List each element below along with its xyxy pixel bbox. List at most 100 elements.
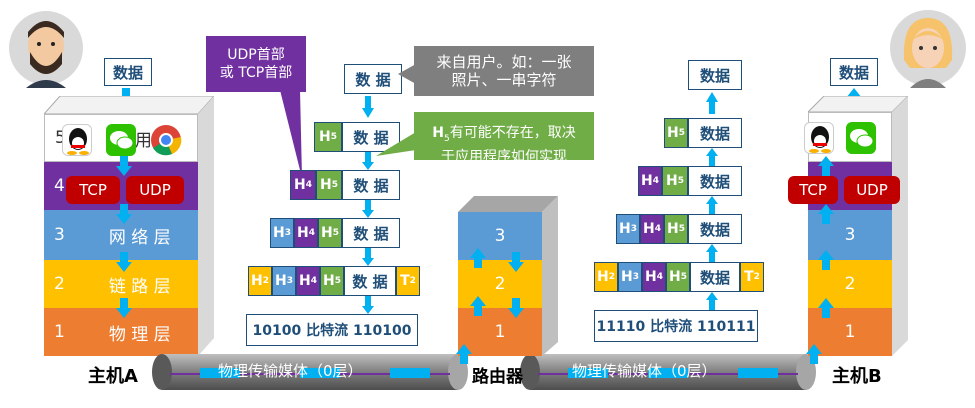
host-b-stack bbox=[808, 96, 908, 356]
down-arrow-icon bbox=[116, 252, 132, 276]
encap-left-data: 数 据 bbox=[342, 170, 400, 200]
host-b-tcp-badge: TCP bbox=[788, 176, 838, 204]
link-left-label: 物理传输媒体（0层） bbox=[218, 362, 363, 380]
host-b-udp-badge: UDP bbox=[844, 176, 900, 204]
h5-note-callout: H5有可能不存在，取决 于应用程序如何实现 bbox=[414, 112, 594, 165]
from-user-callout: 来自用户。如：一张 照片、一串字符 bbox=[414, 46, 594, 96]
up-arrow-icon bbox=[456, 344, 472, 368]
down-arrow-icon bbox=[116, 156, 132, 180]
down-arrow-icon bbox=[508, 252, 524, 276]
down-arrow-icon bbox=[362, 200, 374, 222]
encap-left-data: 数 据 bbox=[342, 122, 400, 152]
up-arrow-icon bbox=[818, 204, 834, 228]
down-arrow-icon bbox=[508, 298, 524, 322]
host-b-label: 主机B bbox=[832, 366, 882, 387]
encap-right-data: 数据 bbox=[688, 118, 742, 148]
link-left-pipe bbox=[152, 354, 468, 390]
link-right-label: 物理传输媒体（0层） bbox=[572, 362, 717, 380]
up-arrow-icon bbox=[806, 344, 822, 368]
stack-top-face bbox=[44, 96, 214, 115]
up-arrow-icon bbox=[706, 148, 718, 170]
encap-left-data: 数 据 bbox=[344, 266, 396, 296]
encap-right-data: 数据 bbox=[688, 166, 742, 196]
qq-icon bbox=[62, 124, 92, 156]
down-arrow-icon bbox=[116, 298, 132, 322]
router-label: 路由器 bbox=[472, 367, 523, 387]
person-male-icon bbox=[9, 11, 83, 88]
wechat-icon bbox=[106, 124, 136, 156]
host-b-layer-1: 1 bbox=[808, 308, 892, 356]
up-arrow-icon bbox=[706, 196, 718, 218]
router-layer-1: 1 bbox=[458, 308, 542, 356]
router-layer-2: 2 bbox=[458, 260, 542, 308]
host-a-stack bbox=[44, 96, 214, 356]
down-arrow-icon bbox=[362, 296, 374, 318]
router-stack bbox=[458, 196, 558, 356]
down-arrow-icon bbox=[362, 152, 374, 174]
host-a-data-box: 数据 bbox=[104, 58, 152, 86]
qq-icon bbox=[804, 122, 834, 154]
encap-right-data: 数据 bbox=[690, 262, 740, 292]
down-arrow-icon bbox=[116, 204, 132, 228]
encap-left-bitstream: 10100 比特流 110100 bbox=[246, 314, 418, 346]
encap-left-data: 数 据 bbox=[344, 64, 402, 94]
host-b-data-box: 数据 bbox=[830, 58, 878, 86]
up-arrow-icon bbox=[706, 292, 718, 314]
up-arrow-icon bbox=[706, 92, 718, 118]
up-arrow-icon bbox=[470, 248, 486, 272]
callout-pointer bbox=[398, 64, 416, 84]
up-arrow-icon bbox=[818, 298, 834, 322]
up-arrow-icon bbox=[706, 244, 718, 266]
encap-right-data: 数据 bbox=[688, 214, 742, 244]
down-arrow-icon bbox=[362, 96, 374, 122]
down-arrow-icon bbox=[362, 248, 374, 270]
host-a-label: 主机A bbox=[88, 366, 138, 387]
host-a-tcp-badge: TCP bbox=[66, 176, 120, 204]
wechat-icon bbox=[846, 122, 876, 154]
host-b-avatar bbox=[888, 8, 968, 88]
up-arrow-icon bbox=[470, 296, 486, 320]
chrome-icon bbox=[150, 124, 182, 156]
callout-pointer bbox=[280, 90, 302, 178]
host-a-udp-badge: UDP bbox=[126, 176, 184, 204]
up-arrow-icon bbox=[818, 250, 834, 274]
callout-pointer bbox=[376, 132, 416, 156]
encap-right-bitstream: 11110 比特流 110111 bbox=[594, 310, 758, 342]
host-b-layer-2: 2 bbox=[808, 260, 892, 308]
router-layer-3: 3 bbox=[458, 212, 542, 260]
up-arrow-icon bbox=[818, 156, 834, 180]
person-female-icon bbox=[890, 10, 966, 88]
udp-tcp-header-callout: UDP首部 或 TCP首部 bbox=[206, 36, 306, 92]
host-a-avatar bbox=[8, 8, 84, 88]
encap-left-data: 数 据 bbox=[342, 218, 400, 248]
encap-right-data: 数据 bbox=[688, 60, 742, 90]
stack-side-face bbox=[198, 96, 214, 356]
link-right-pipe bbox=[520, 354, 816, 390]
